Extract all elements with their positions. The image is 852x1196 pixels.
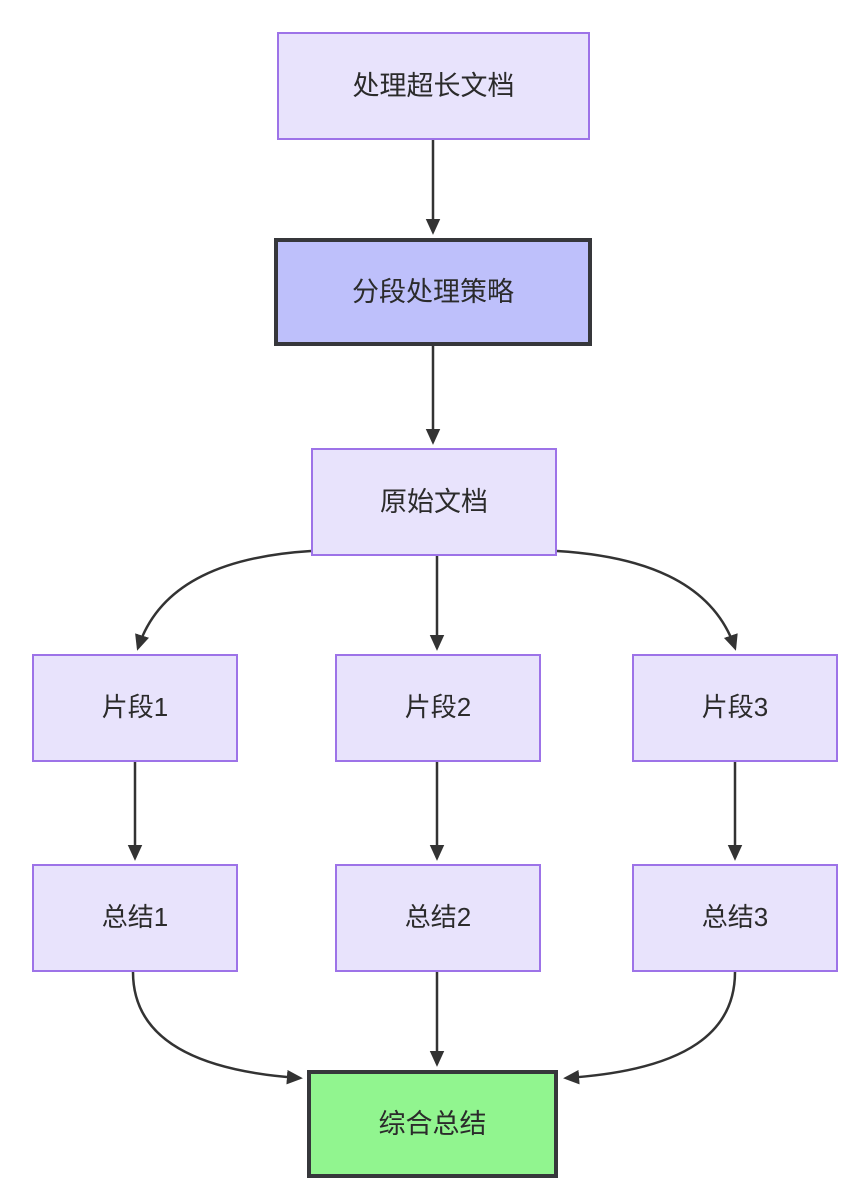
node-fragment-1[interactable]: 片段1	[32, 654, 238, 762]
node-label: 片段1	[101, 692, 169, 723]
node-label: 总结2	[404, 902, 472, 933]
node-combined-summary[interactable]: 综合总结	[307, 1070, 558, 1178]
node-fragment-3[interactable]: 片段3	[632, 654, 838, 762]
node-label: 处理超长文档	[352, 70, 515, 101]
node-label: 原始文档	[380, 486, 488, 517]
node-label: 总结1	[101, 902, 169, 933]
node-summary-1[interactable]: 总结1	[32, 864, 238, 972]
node-chunking-strategy[interactable]: 分段处理策略	[274, 238, 592, 346]
node-label: 总结3	[701, 902, 769, 933]
node-label: 分段处理策略	[352, 276, 514, 307]
node-summary-3[interactable]: 总结3	[632, 864, 838, 972]
node-label: 综合总结	[378, 1108, 487, 1139]
node-fragment-2[interactable]: 片段2	[335, 654, 541, 762]
edge-n3-n4	[135, 549, 312, 651]
node-label: 片段2	[404, 692, 472, 723]
edge-n7-n10	[131, 971, 303, 1085]
node-summary-2[interactable]: 总结2	[335, 864, 541, 972]
node-original-document[interactable]: 原始文档	[311, 448, 557, 556]
edge-n3-n6	[556, 549, 738, 651]
node-process-long-document[interactable]: 处理超长文档	[277, 32, 590, 140]
node-label: 片段3	[701, 692, 769, 723]
edge-n9-n10	[563, 971, 737, 1085]
